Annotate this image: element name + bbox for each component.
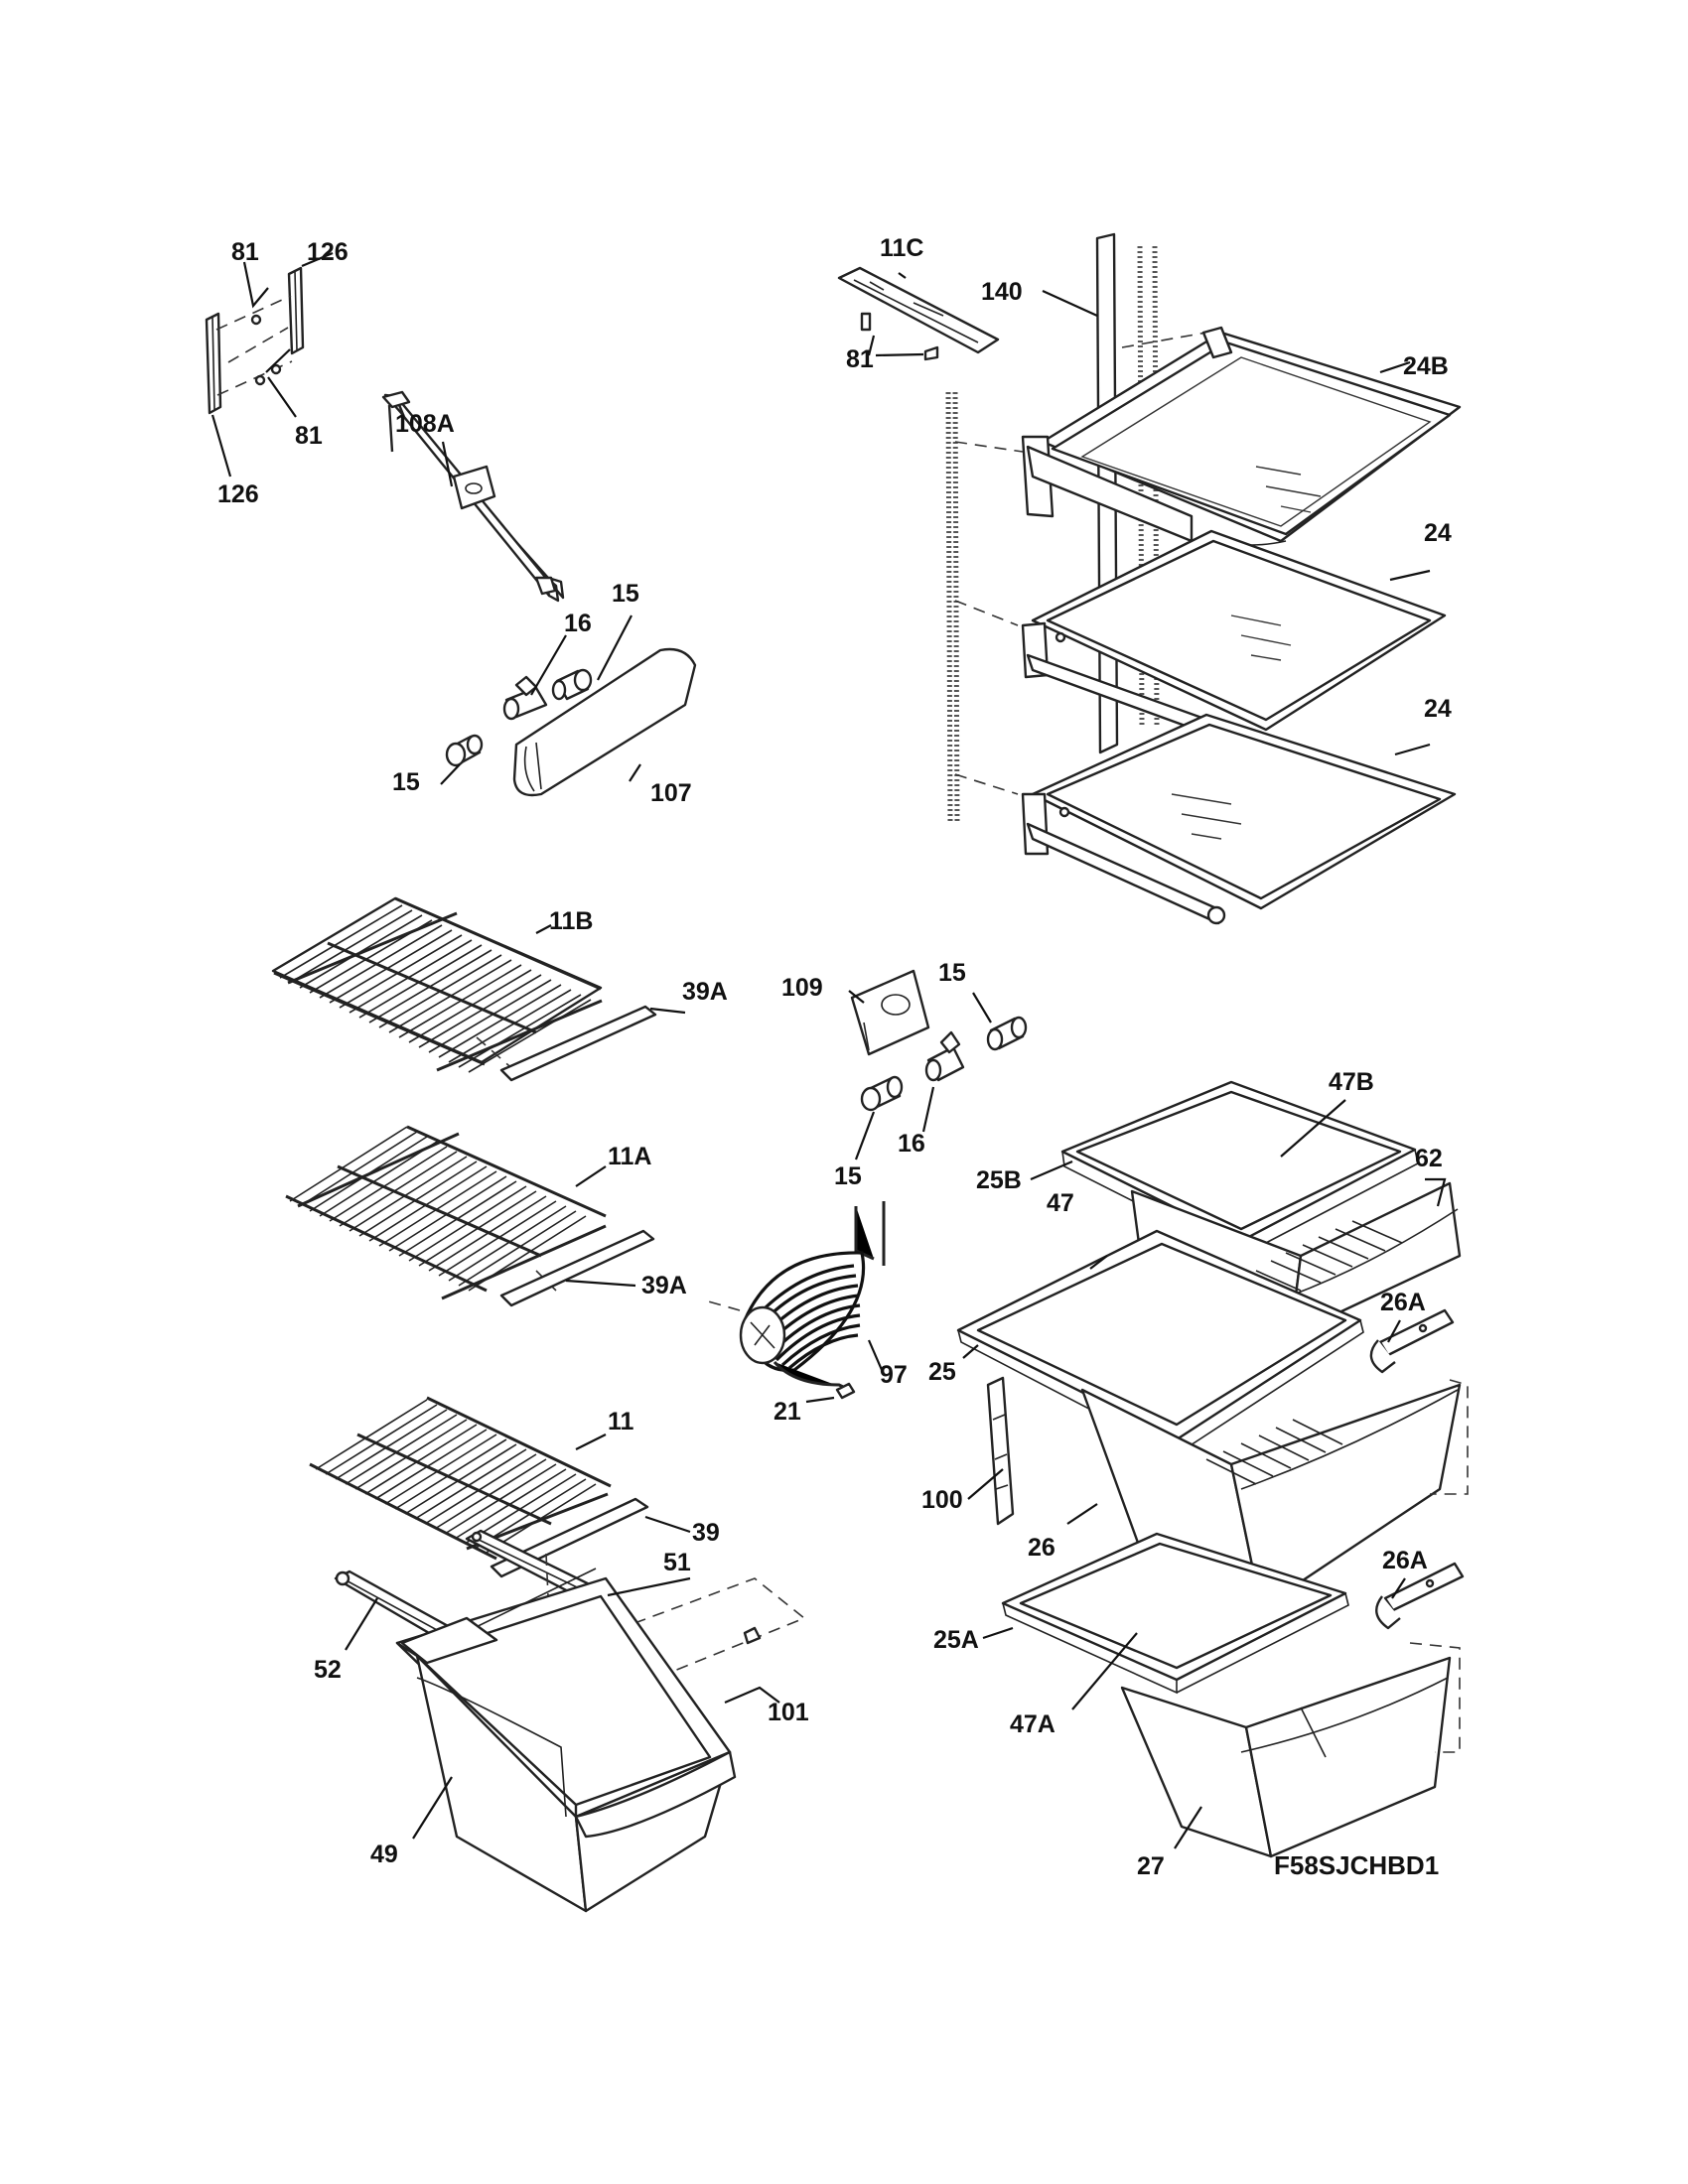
label-24-lower: 24 [1424, 695, 1452, 723]
light-shield-109[interactable] [850, 969, 930, 1056]
light-assembly-upper: 108A 16 15 15 107 [381, 390, 697, 807]
wire-shelf-group: 11B 39A 11A 39A 11 39 [271, 896, 728, 1578]
label-26a-upper: 26A [1380, 1289, 1426, 1316]
wire-shelf-11b[interactable] [271, 896, 603, 1073]
label-26: 26 [1028, 1534, 1055, 1562]
trim-11c[interactable] [837, 266, 1000, 354]
light-bulb-15-upper-right[interactable] [551, 668, 593, 701]
label-39: 39 [692, 1519, 720, 1547]
thermostat-coil-97[interactable] [739, 1201, 886, 1394]
label-24-middle: 24 [1424, 519, 1452, 547]
screw-21[interactable] [835, 1382, 856, 1400]
label-109: 109 [781, 974, 823, 1002]
hinge-bracket-group: 81 126 81 126 [205, 238, 349, 508]
trim-39a-lower[interactable] [499, 1229, 655, 1307]
label-16-mid: 16 [898, 1130, 925, 1158]
wire-shelf-11[interactable] [309, 1396, 612, 1561]
label-11b: 11B [549, 907, 593, 935]
light-lens-cover-107[interactable] [512, 647, 697, 797]
drawer-support-26a-lower[interactable] [1375, 1562, 1465, 1630]
label-101: 101 [768, 1699, 809, 1726]
label-15-upper-left: 15 [392, 768, 420, 796]
light-bulb-15-mid-right[interactable] [986, 1016, 1028, 1051]
label-107: 107 [650, 779, 692, 807]
label-11c: 11C [880, 234, 923, 262]
label-25b: 25B [976, 1166, 1022, 1194]
glass-shelf-24-middle[interactable] [954, 529, 1447, 743]
label-11a: 11A [608, 1143, 651, 1170]
label-21: 21 [774, 1398, 801, 1426]
label-47b: 47B [1329, 1068, 1374, 1096]
label-62: 62 [1415, 1145, 1443, 1172]
label-24b: 24B [1403, 352, 1449, 380]
drawing-code: F58SJCHBD1 [1274, 1850, 1439, 1880]
glass-shelf-group: 11C 140 81 [837, 232, 1462, 925]
label-81-upper: 81 [846, 345, 874, 373]
label-15-mid-left: 15 [834, 1162, 862, 1190]
glass-shelf-24-lower[interactable] [954, 713, 1457, 925]
drawer-support-26a-upper[interactable] [1369, 1308, 1455, 1374]
crisper-cover-47a[interactable] [1001, 1532, 1349, 1695]
label-26a-lower: 26A [1382, 1547, 1428, 1574]
crisper-cover-47[interactable] [956, 1229, 1364, 1456]
meat-drawer-group: 52 51 101 49 [314, 1529, 809, 1913]
glass-shelf-24b[interactable] [954, 326, 1462, 561]
label-81-b: 81 [295, 422, 323, 450]
label-47: 47 [1047, 1189, 1074, 1217]
label-51: 51 [663, 1549, 691, 1576]
label-39a-lower: 39A [641, 1272, 687, 1299]
light-socket-16-mid[interactable] [924, 1030, 965, 1082]
crisper-group: 47B 62 25B 26A [921, 1068, 1469, 1880]
screw-81-upper[interactable] [860, 312, 939, 361]
meat-drawer-49[interactable] [395, 1568, 737, 1913]
label-81-a: 81 [231, 238, 259, 266]
crisper-panel-100[interactable] [986, 1376, 1015, 1526]
label-126-a: 126 [307, 238, 349, 266]
label-25a: 25A [933, 1626, 979, 1654]
label-108a: 108A [395, 410, 455, 438]
label-49: 49 [370, 1841, 398, 1868]
wire-shelf-11a[interactable] [285, 1125, 607, 1300]
label-52: 52 [314, 1656, 342, 1684]
light-bulb-15-upper-left[interactable] [445, 734, 484, 767]
crisper-drawer-27[interactable] [1120, 1656, 1452, 1858]
label-97: 97 [880, 1361, 908, 1389]
label-11: 11 [608, 1408, 634, 1435]
label-27: 27 [1137, 1852, 1165, 1880]
label-15-upper-right: 15 [612, 580, 639, 608]
label-25: 25 [928, 1358, 956, 1386]
label-39a-upper: 39A [682, 978, 728, 1006]
light-bulb-15-mid-left[interactable] [860, 1075, 904, 1112]
light-assembly-middle: 109 15 16 15 97 21 [704, 959, 1028, 1426]
label-15-mid-right: 15 [938, 959, 966, 987]
trim-39a-upper[interactable] [499, 1005, 657, 1082]
label-126-b: 126 [217, 480, 259, 508]
label-47a: 47A [1010, 1710, 1055, 1738]
label-100: 100 [921, 1486, 963, 1514]
label-140: 140 [981, 278, 1023, 306]
label-16-upper: 16 [564, 610, 592, 637]
